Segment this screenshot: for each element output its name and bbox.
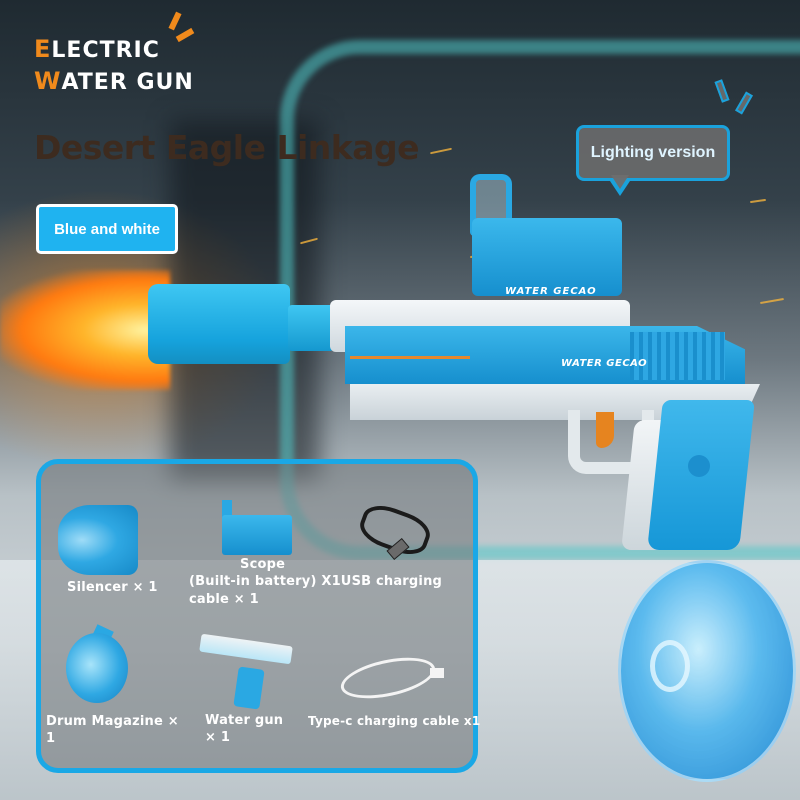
slide-grooves	[630, 332, 725, 380]
brand-title: ELECTRIC WATER GUN	[34, 34, 194, 98]
grip-button	[688, 455, 710, 477]
muzzle-flame-graphic	[0, 270, 170, 390]
silencer-icon	[58, 505, 138, 575]
product-headline: Desert Eagle Linkage	[34, 128, 420, 167]
title-initial: W	[34, 67, 62, 95]
accessory-label-gun-line1: Water gun	[205, 713, 284, 728]
scope-branding: WATER GECAO	[505, 286, 597, 297]
title-rest: LECTRIC	[51, 38, 160, 63]
silencer-graphic	[148, 284, 290, 364]
color-variant-badge: Blue and white	[36, 204, 178, 254]
accessory-label-scope-line2: (Built-in battery) X1USB charging	[189, 574, 443, 589]
slide-branding: WATER GECAO	[561, 358, 648, 369]
title-line-2: WATER GUN	[34, 66, 194, 98]
lighting-version-callout: Lighting version	[576, 125, 730, 181]
accessory-label-drum-line2: 1	[46, 731, 56, 746]
scope-graphic	[472, 218, 622, 296]
title-initial: E	[34, 35, 52, 63]
accessory-label-scope-title: Scope	[240, 557, 286, 572]
callout-tail	[608, 175, 632, 196]
scope-icon-post	[222, 500, 232, 518]
silencer-neck-graphic	[288, 305, 334, 351]
title-line-1: ELECTRIC	[34, 34, 194, 66]
accessory-label-gun-line2: × 1	[205, 730, 231, 745]
title-rest: ATER GUN	[61, 70, 194, 95]
slide-stripe	[350, 356, 470, 359]
water-gun-icon-grip	[233, 666, 265, 710]
accessory-label-silencer: Silencer × 1	[67, 580, 158, 595]
trigger-graphic	[596, 412, 614, 448]
accessory-label-drum-line1: Drum Magazine ×	[46, 714, 179, 729]
accessory-label-scope-line3: cable × 1	[189, 592, 259, 607]
drum-hub-graphic	[650, 640, 690, 692]
accessory-label-typec: Type-c charging cable x1	[308, 714, 481, 728]
scope-icon	[222, 515, 292, 555]
drum-magazine-graphic	[618, 560, 796, 782]
drum-magazine-icon	[66, 633, 128, 703]
type-c-plug-icon	[430, 668, 444, 678]
